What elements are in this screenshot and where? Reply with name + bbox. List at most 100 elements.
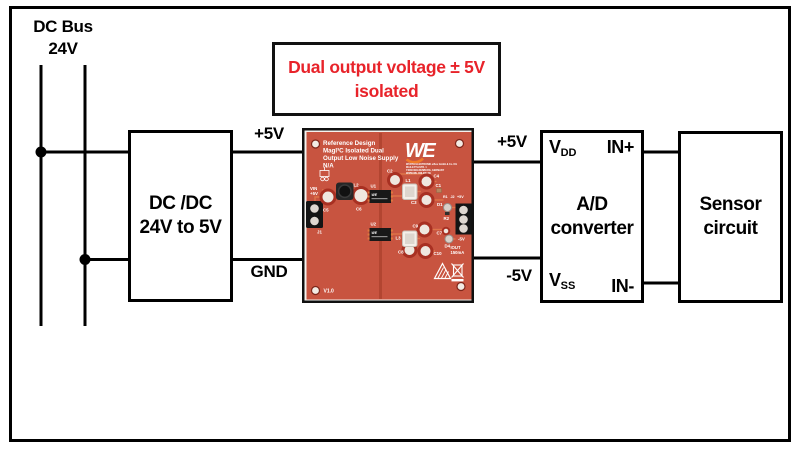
pcb-ref-c10: C10 [434,251,443,256]
adc-label-line2: converter [550,217,634,239]
pcb-ref-d1: D1 [437,202,443,207]
pcb-diode-d4 [444,234,454,244]
pcb-cap-c2 [387,172,403,188]
pcb-ref-c4: C4 [434,174,440,179]
adc-pin-in-pos: IN+ [606,137,635,157]
svg-text:WE: WE [372,193,378,197]
weee-bin-icon [451,263,464,282]
pcb-cap-c5 [319,188,337,206]
dc-bus-label-line1: DC Bus [33,17,93,36]
label-minus5v-right: -5V [506,266,532,285]
pcb-ref-c5: C5 [323,208,329,213]
pcb-resistor-r2 [445,212,450,215]
pcb-address-line2: MAX-EYTH-STR. 1 [406,166,427,169]
pcb-ref-p5v: +5V [457,195,464,199]
pcb-cap-c7 [441,226,451,236]
dc-bus-label-line2: 24V [48,39,78,58]
adc-pin-vss-main: V [549,270,561,290]
pcb-j2-hole3 [459,224,468,233]
pcb-ref-j1: J1 [317,230,322,235]
diagram-border [9,6,791,442]
pcb-ref-c8: C8 [398,250,404,255]
esd-warning-icon [433,262,452,280]
pcb-isolation-stripe [379,133,382,299]
pcb-inductor-l2-core [337,184,352,199]
pcb-substrate [306,132,472,300]
we-logo-swoosh-icon [405,157,424,164]
pcb-ref-c1: C1 [436,183,442,188]
pcb-ref-c6: C6 [356,207,362,212]
adc-pin-vss: VSS [549,270,575,296]
we-logo-icon: WE [405,140,436,162]
pcb-silkscreen-symbol [319,167,330,182]
pcb-ref-m5v: -5V [458,237,465,242]
pcb-ref-l1: L1 [406,178,412,183]
pcb-ref-u1: U1 [371,184,377,189]
label-plus5v-left: +5V [254,124,284,143]
pcb-ref-vin2: +5V [310,191,318,196]
mounting-hole-br [456,281,466,292]
pcb-j2-hole1 [459,205,468,215]
pcb-iout-line1: IOUT [451,245,461,250]
sensor-label-line1: Sensor [699,194,762,215]
adc-pin-vdd-sub: DD [560,147,577,159]
mounting-hole-tr [454,138,465,149]
adc-label-line1: A/D [576,193,608,215]
pcb-ref-vin1: VIN [310,186,317,191]
dcdc-label-line2: 24V to 5V [139,217,222,238]
pcb-silkscreen-line4: N/A [323,163,334,170]
adc-pin-in-neg: IN- [611,276,634,296]
pcb-j1-hole2 [310,216,319,226]
pcb-diode-d1 [443,203,452,212]
pcb-ref-d4: D4 [445,244,451,249]
adc-pin-vdd: VDD [549,137,577,163]
note-line2: isolated [354,81,419,101]
mounting-hole-tl [310,139,321,149]
pcb-cap-c1 [436,188,442,193]
note-line1: Dual output voltage ± 5V [288,57,485,77]
pcb-ic-u1: WE [367,190,393,203]
pcb-ref-j2: J2 [451,195,455,199]
label-gnd: GND [250,262,288,281]
junction-dot-top [35,146,47,158]
pcb-j2-hole2 [459,215,468,224]
pcb-ref-r2: R2 [444,216,450,221]
pcb-ref-l3: L3 [396,236,402,241]
pcb-address-line3: 74638 WALDENBURG, GERMANY [406,169,445,172]
pcb-board: Reference Design MagI³C Isolated Dual Ou… [302,128,474,303]
pcb-inductor-l3-core [405,233,415,244]
pcb-ref-c9: C9 [413,224,419,229]
pcb-iout-line2: 150mA [451,250,465,255]
dcdc-label-line1: DC /DC [148,193,213,214]
pcb-silkscreen-line2: MagI³C Isolated Dual [323,148,384,155]
adc-pin-vdd-main: V [549,137,561,157]
pcb-version: V1.0 [324,289,335,295]
pcb-inductor-l1-core [405,186,415,197]
pcb-silkscreen-line3: Output Low Noise Supply [323,155,399,162]
pcb-ref-c7: C7 [437,231,443,236]
adc-pin-vss-sub: SS [560,280,576,292]
pcb-cap-c3 [418,192,435,208]
note-box: Dual output voltage ± 5V isolated [272,42,501,116]
junction-dot-bottom [79,254,91,265]
dcdc-block: DC /DC 24V to 5V [128,130,233,302]
pcb-address-block: WÜRTH ELEKTRONIK eiSos GmbH & Co. KG MAX… [406,163,457,175]
pcb-j1-hole1 [310,204,319,213]
pcb-cap-c4 [418,173,435,190]
pcb-ref-c3: C3 [411,200,417,205]
pcb-ref-c2: C2 [387,169,393,174]
pcb-ref-u2: U2 [371,222,377,227]
dc-bus-label: DC Bus 24V [20,16,106,60]
mounting-hole-bl [310,285,321,296]
label-plus5v-right: +5V [497,132,527,151]
svg-text:WE: WE [372,231,378,235]
pcb-ic-u2: WE [367,228,393,241]
pcb-silkscreen-line1: Reference Design [323,140,375,147]
pcb-cap-c9 [416,221,433,238]
sensor-block: Sensor circuit [678,131,783,303]
pcb-cap-c10 [417,243,434,259]
sensor-label-line2: circuit [703,218,758,239]
pcb-image: Reference Design MagI³C Isolated Dual Ou… [302,128,474,303]
